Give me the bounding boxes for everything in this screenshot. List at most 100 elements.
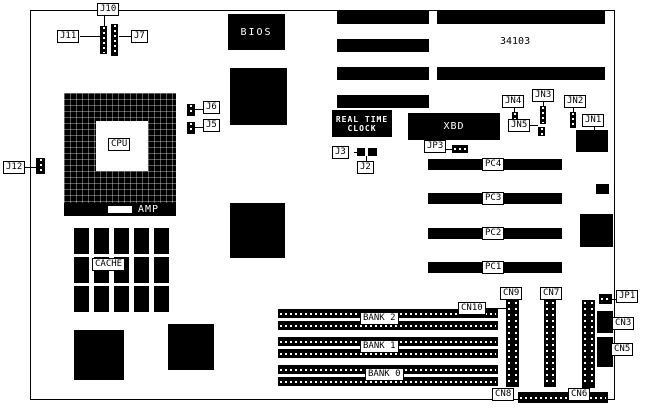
- label-j12: J12: [3, 161, 26, 174]
- qfp-chip: [580, 214, 613, 247]
- label-jn5: JN5: [508, 119, 531, 132]
- label-bank1: BANK 1: [360, 340, 399, 353]
- qfp-chip: [168, 324, 214, 370]
- board-outline: [30, 10, 615, 400]
- j10-jumper-pins: [100, 26, 107, 54]
- jn2-jumper-pins: [570, 112, 576, 128]
- qfp-chip: [230, 68, 287, 125]
- cn8-pin-header: [518, 392, 608, 403]
- part-number: 34103: [500, 36, 531, 47]
- rtc-chip: REAL TIME CLOCK: [332, 110, 392, 137]
- label-jn2: JN2: [564, 95, 587, 108]
- label-pc3: PC3: [482, 192, 505, 205]
- j7-jumper-pins: [111, 24, 118, 56]
- isa-slot: [337, 11, 429, 24]
- cache-chip: [114, 228, 129, 254]
- cache-chip: [134, 257, 149, 283]
- bank0-simm-slot: [278, 377, 498, 386]
- label-j6: J6: [203, 101, 220, 114]
- rtc-line2: CLOCK: [347, 123, 377, 133]
- isa-slot: [337, 95, 429, 108]
- label-cn10: CN10: [458, 302, 486, 315]
- label-pc2: PC2: [482, 227, 505, 240]
- cn9-pin-header: [506, 300, 519, 387]
- label-jp3: JP3: [424, 140, 447, 153]
- leader-line: [80, 36, 100, 37]
- cn3-connector: [597, 311, 613, 333]
- label-j7: J7: [131, 30, 148, 43]
- leader-line: [354, 152, 357, 153]
- label-j2: J2: [357, 161, 374, 174]
- isa-slot: [437, 67, 605, 80]
- jp1-jumper-pins: [599, 294, 612, 304]
- xbd-chip: XBD: [408, 113, 500, 140]
- cache-chip: [134, 286, 149, 312]
- amp-bar: AMP: [64, 203, 176, 216]
- label-j5: J5: [203, 119, 220, 132]
- label-cache: CACHE: [92, 258, 126, 271]
- qfp-chip: [230, 203, 285, 258]
- cpu-socket: [64, 93, 176, 203]
- label-cpu: CPU: [108, 138, 131, 151]
- label-cn8: CN8: [492, 388, 515, 401]
- jp3-jumper-pins: [452, 145, 468, 153]
- label-j3: J3: [332, 146, 349, 159]
- cache-chip: [154, 286, 169, 312]
- label-j11: J11: [57, 30, 80, 43]
- label-jn3: JN3: [532, 89, 555, 102]
- j12-jumper-pins: [36, 158, 45, 174]
- label-pc4: PC4: [482, 158, 505, 171]
- cn6-pin-header: [582, 300, 595, 388]
- label-j10: J10: [97, 3, 120, 16]
- leader-line: [543, 102, 544, 106]
- label-cn5: CN5: [611, 343, 634, 356]
- leader-line: [446, 149, 452, 150]
- amp-label: AMP: [138, 204, 160, 215]
- bios-chip: BIOS: [228, 14, 285, 50]
- cache-chip: [154, 257, 169, 283]
- label-cn9: CN9: [500, 287, 523, 300]
- leader-line: [594, 127, 595, 130]
- amp-sticker: [108, 206, 132, 213]
- leader-line: [486, 308, 506, 309]
- leader-line: [25, 167, 36, 168]
- qfp-chip: [74, 330, 124, 380]
- cn7-pin-header: [544, 300, 556, 387]
- cache-chip: [94, 286, 109, 312]
- label-jn1: JN1: [582, 114, 605, 127]
- label-jp1: JP1: [616, 290, 639, 303]
- label-cn7: CN7: [540, 287, 563, 300]
- bank2-simm-slot: [278, 321, 498, 330]
- j6-jumper-pins: [187, 104, 195, 116]
- leader-line: [104, 16, 105, 26]
- jn3-jumper-pins: [540, 106, 546, 124]
- j3-jumper-pins: [357, 148, 365, 156]
- label-jn4: JN4: [502, 95, 525, 108]
- label-bank2: BANK 2: [360, 312, 399, 325]
- jn1-connector: [576, 130, 608, 152]
- leader-line: [573, 108, 574, 112]
- isa-slot: [337, 67, 429, 80]
- bank1-simm-slot: [278, 349, 498, 358]
- leader-line: [612, 299, 616, 300]
- leader-line: [119, 36, 131, 37]
- isa-slot: [437, 11, 605, 24]
- isa-slot: [337, 39, 429, 52]
- label-pc1: PC1: [482, 261, 505, 274]
- cache-chip: [134, 228, 149, 254]
- cache-chip: [74, 257, 89, 283]
- j5-jumper-pins: [187, 122, 195, 134]
- cache-chip: [94, 228, 109, 254]
- cn5-connector: [597, 337, 613, 367]
- leader-line: [195, 109, 203, 110]
- rtc-line1: REAL TIME: [335, 114, 389, 124]
- cache-chip: [154, 228, 169, 254]
- label-bank0: BANK 0: [365, 368, 404, 381]
- jn5-jumper-pins: [538, 127, 545, 136]
- label-cn3: CN3: [612, 317, 635, 330]
- leader-line: [366, 156, 367, 161]
- cache-chip: [114, 286, 129, 312]
- j2-jumper-pins: [368, 148, 377, 156]
- leader-line: [195, 127, 203, 128]
